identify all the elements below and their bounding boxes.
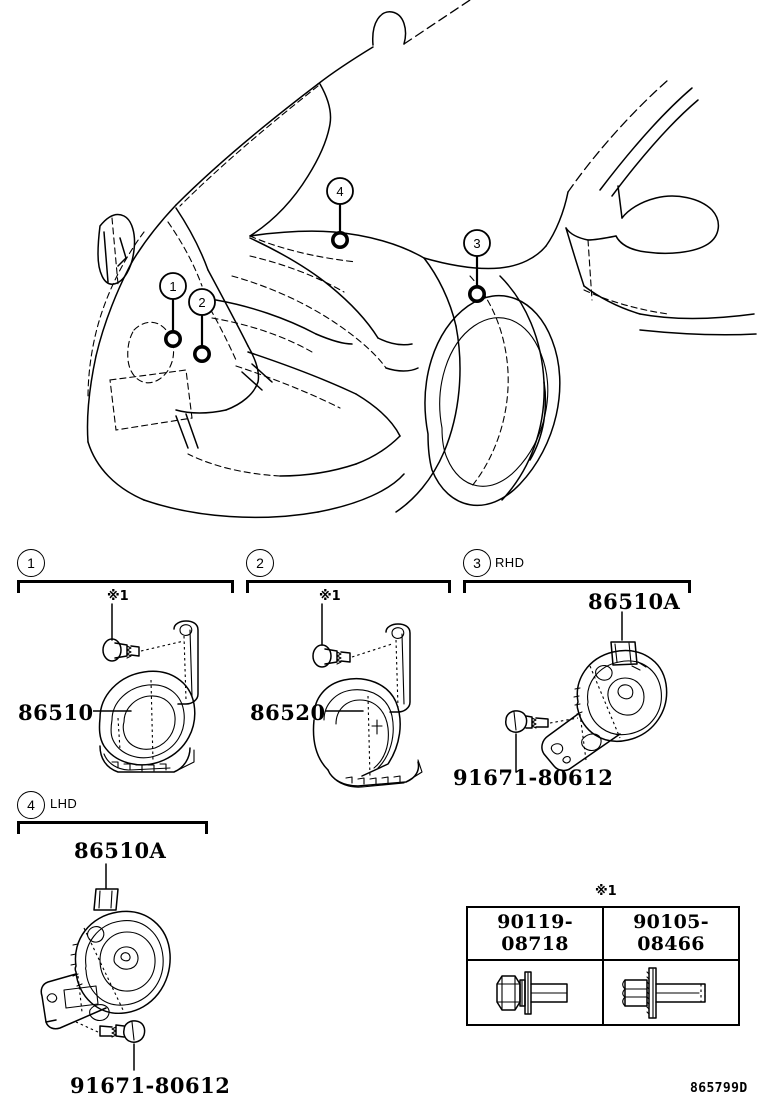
drawing-number: 865799D (690, 1081, 748, 1096)
fastener-table-note-symbol: ※1 (595, 884, 617, 899)
fastener-col-1-part-number: 90119-08718 (497, 911, 573, 955)
callout-4-label: 4 (336, 184, 343, 199)
fastener-table-body (468, 961, 738, 1024)
part-86510-leader (93, 710, 132, 712)
horn-86510A-rhd-drawing (505, 611, 668, 773)
callout-3[interactable]: 3 (463, 229, 491, 303)
section-1-note-symbol: ※1 (107, 589, 129, 604)
section-badge-2: 2 (246, 549, 274, 577)
fastener-col-2-part-number: 90105-08466 (602, 908, 738, 959)
fastener-table: 90119-08718 90105-08466 (466, 906, 740, 1026)
section-badge-4: 4 (17, 791, 45, 819)
fastener-table-header: 90119-08718 90105-08466 (468, 908, 738, 961)
section-4-hand-label: LHD (50, 796, 78, 811)
section-4-bracket (17, 821, 208, 834)
fastener-col-1-image (468, 961, 602, 1024)
horn-86510-drawing (98, 603, 199, 773)
section-badge-1: 1 (17, 549, 45, 577)
callout-4[interactable]: 4 (326, 177, 354, 250)
callout-2[interactable]: 2 (188, 288, 216, 363)
section-2-number: 2 (256, 555, 264, 571)
section-1-number: 1 (27, 555, 35, 571)
part-number-86510A-rhd: 86510A (588, 589, 681, 614)
section-1-bracket (17, 580, 234, 593)
section-3-bracket (463, 580, 691, 593)
section-2-note-symbol: ※1 (319, 589, 341, 604)
bolt-hex-washer-icon (496, 970, 568, 1015)
section-3-hand-label: RHD (495, 555, 525, 570)
callout-2-label: 2 (198, 295, 205, 310)
part-number-86520: 86520 (250, 700, 326, 725)
part-number-91671-80612-lhd: 91671-80612 (70, 1073, 231, 1098)
part-number-86510A-lhd: 86510A (74, 838, 167, 863)
section-2-bracket (246, 580, 451, 593)
callout-1[interactable]: 1 (159, 272, 187, 348)
vehicle-illustration: 4 3 1 2 (86, 0, 757, 519)
section-badge-3: 3 (463, 549, 491, 577)
part-number-86510: 86510 (18, 700, 94, 725)
section-3-number: 3 (473, 555, 481, 571)
section-4-number: 4 (27, 797, 35, 813)
fastener-col-2-image (602, 961, 738, 1024)
callout-1-label: 1 (169, 279, 176, 294)
part-number-91671-80612-rhd: 91671-80612 (453, 765, 614, 790)
horn-86520-drawing (312, 603, 423, 788)
callout-3-label: 3 (473, 236, 480, 251)
horn-86510A-lhd-drawing (40, 863, 171, 1071)
bolt-flange-icon (622, 966, 706, 1019)
part-86520-leader (325, 710, 364, 712)
